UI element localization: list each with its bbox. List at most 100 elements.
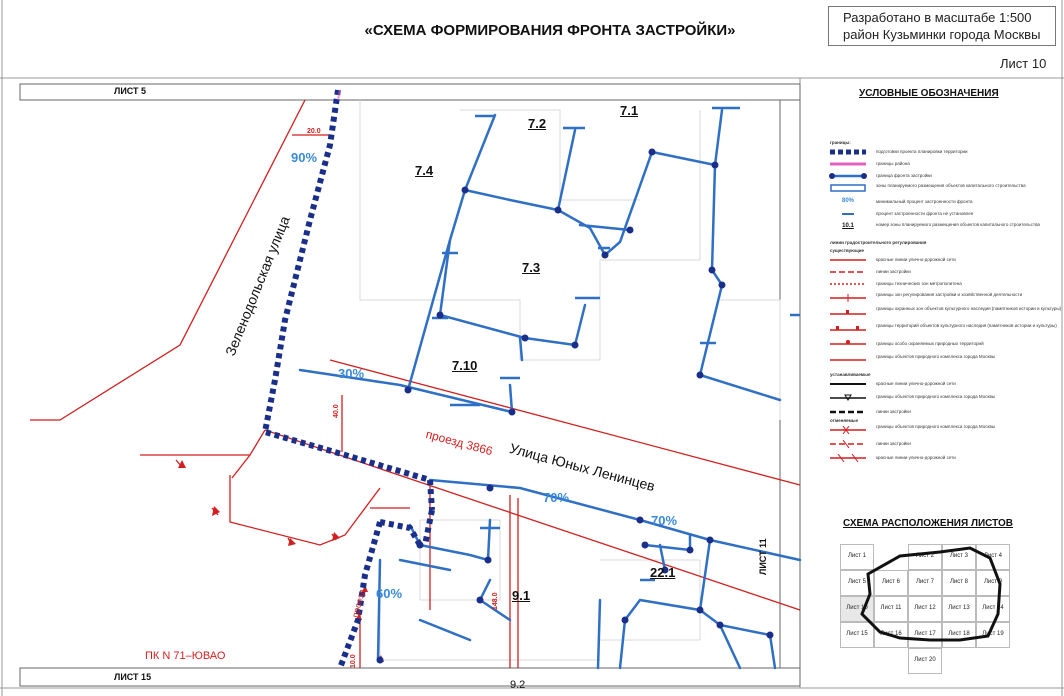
percent-label: 30% <box>338 366 365 381</box>
zone-label: 9.1 <box>512 588 531 603</box>
legend-section-cancel: отменяемые <box>830 418 859 423</box>
legend-item: красные линии улично-дорожной сети <box>876 381 956 386</box>
dimension-label: 10.0 <box>350 654 357 668</box>
sheet-cell: Лист 1 <box>840 544 874 570</box>
sheet-label-right: ЛИСТ 11 <box>758 538 768 575</box>
legend-symbol-cancel <box>830 454 866 462</box>
legend-item: границы зон регулирования застройки и хо… <box>876 292 1023 297</box>
red-markers <box>178 460 384 662</box>
legend-symbol-black <box>830 410 866 414</box>
legend-symbol-red <box>830 359 866 361</box>
zone-label: 22.1 <box>650 565 676 580</box>
sheet-label-bottom: ЛИСТ 15 <box>114 672 152 682</box>
zone-label: 7.10 <box>452 358 478 373</box>
legend-item: линии застройки <box>876 409 911 414</box>
legend-item: граница фронта застройки <box>876 173 932 178</box>
sheet-cell: Лист 12 <box>908 596 942 622</box>
sheet-cell: Лист 7 <box>908 570 942 596</box>
legend-symbol-red <box>830 283 866 285</box>
sheet-label-top: ЛИСТ 5 <box>114 86 147 96</box>
legend-item: границы объектов природного комплекса го… <box>876 354 996 359</box>
percent-label: 90% <box>291 150 318 165</box>
percent-label: 60% <box>376 586 403 601</box>
legend-symbol-red <box>830 259 866 261</box>
legend-symbol-percent: 80% <box>841 198 854 204</box>
legend-item: границы особо охраняемых природных терри… <box>876 341 984 346</box>
zone-label: 7.4 <box>415 163 434 178</box>
legend-symbol-red <box>830 271 866 273</box>
zone-label: 9.2 <box>510 679 526 691</box>
sheet-cell: Лист 9 <box>976 570 1010 596</box>
legend-item: линии застройки <box>876 269 911 274</box>
sheet-cell: Лист 15 <box>840 622 874 648</box>
legend-symbol-front <box>829 173 867 179</box>
district-outline <box>860 546 1002 642</box>
legend-item: процент застроенности фронта не установл… <box>876 211 974 216</box>
legend-symbol-red <box>830 326 866 331</box>
legend-symbol-cancel <box>830 426 866 434</box>
legend-symbol-black <box>830 394 866 401</box>
legend-item: зоны планируемого размещения объектов ка… <box>876 183 1026 188</box>
legend-symbol-district <box>830 162 866 166</box>
legend-symbol-zone-number: 10.1 <box>842 223 854 229</box>
red-lines <box>30 99 801 668</box>
sheet-number: Лист 10 <box>1000 56 1047 71</box>
sheet-cell: Лист 18 <box>942 622 976 648</box>
scheme-title: СХЕМА РАСПОЛОЖЕНИЯ ЛИСТОВ <box>843 518 1013 529</box>
sheet-cell: Лист 20 <box>908 648 942 674</box>
legend-symbol-zone <box>830 184 866 192</box>
zone-label: 7.1 <box>620 103 639 118</box>
zone-label: 7.3 <box>522 260 541 275</box>
legend-item: подготовки проекта планировки территории <box>876 149 968 154</box>
legend-item: границы технических зон метрополитена <box>876 281 962 286</box>
front-nodes <box>376 148 774 664</box>
legend-item: границы объектов природного комплекса го… <box>876 424 996 429</box>
legend-item: границы района <box>876 161 910 166</box>
district-boundary <box>337 89 341 101</box>
project-boundary <box>261 89 435 670</box>
building-front-ticks <box>432 106 800 582</box>
zone-label: 7.2 <box>528 116 547 131</box>
dimension-label: 148.0 <box>492 592 499 610</box>
legend-symbol-red <box>830 340 866 345</box>
legend-item: линии застройки <box>876 441 911 446</box>
sheet-cell: Лист 11 <box>874 596 908 622</box>
legend-panel: УСЛОВНЫЕ ОБОЗНАЧЕНИЯ границы: подготовки… <box>804 80 1062 510</box>
legend-item: границы охранных зон объектов культурног… <box>876 306 1062 311</box>
percent-label: 70% <box>651 513 678 528</box>
sheet-boundaries <box>19 83 801 687</box>
sheet-cell: Лист 14 <box>976 596 1010 622</box>
sheet-cell: Лист 6 <box>874 570 908 596</box>
sheet-cell: Лист 17 <box>908 622 942 648</box>
legend-symbol-red <box>830 294 866 302</box>
dimension-label: 40.0 <box>333 404 340 418</box>
page-title: «СХЕМА ФОРМИРОВАНИЯ ФРОНТА ЗАСТРОЙКИ» <box>364 22 736 39</box>
sheet-cell: Лист 2 <box>908 544 942 570</box>
legend-item: красные линии улично-дорожной сети <box>876 257 956 262</box>
dimension-label: 20.0 <box>307 128 321 135</box>
legend-item: границы территорий объектов культурного … <box>876 323 1057 328</box>
legend-symbol-black <box>830 383 866 385</box>
scale-box: Разработано в масштабе 1:500 район Кузьм… <box>828 6 1056 46</box>
legend-title: УСЛОВНЫЕ ОБОЗНАЧЕНИЯ <box>859 88 999 99</box>
legend-item: границы объектов природного комплекса го… <box>876 394 996 399</box>
legend-section-borders: границы: <box>830 140 851 145</box>
sheet-scheme: Лист 1 Лист 2 Лист 3 Лист 4 Лист 5 Лист … <box>840 544 1040 674</box>
legend-section-existing: существующие <box>830 248 865 253</box>
legend-section-regulation: линии градостроительного регулирования <box>830 240 927 245</box>
pk-label: ПК N 71–ЮВАО <box>145 650 226 662</box>
legend-item: красные линии улично-дорожной сети <box>876 455 956 460</box>
percent-label: 70% <box>543 490 570 505</box>
scale-line-1: Разработано в масштабе 1:500 <box>843 10 1032 25</box>
legend-symbol-no-percent <box>842 213 854 215</box>
legend-symbol-cancel <box>830 440 866 448</box>
scale-line-2: район Кузьминки города Москвы <box>843 27 1041 42</box>
legend-item: номер зоны планируемого размещения объек… <box>876 222 1040 227</box>
legend-symbol-red <box>830 310 866 315</box>
legend-symbol-project <box>830 149 866 155</box>
legend-item: минимальный процент застроенности фронта <box>876 199 973 204</box>
legend-section-set: устанавливаемые <box>830 372 871 377</box>
sheet-cell: Лист 13 <box>942 596 976 622</box>
